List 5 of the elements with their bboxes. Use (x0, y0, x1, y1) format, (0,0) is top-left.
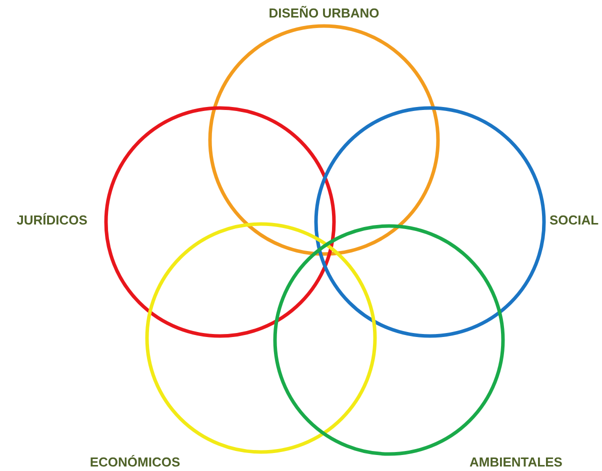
circle-label: JURÍDICOS (16, 212, 88, 228)
circle-label: AMBIENTALES (470, 454, 562, 470)
circle-label: DISEÑO URBANO (268, 6, 380, 20)
circle-label: SOCIAL (549, 212, 599, 228)
circle-label: ECONÓMICOS (90, 454, 180, 470)
